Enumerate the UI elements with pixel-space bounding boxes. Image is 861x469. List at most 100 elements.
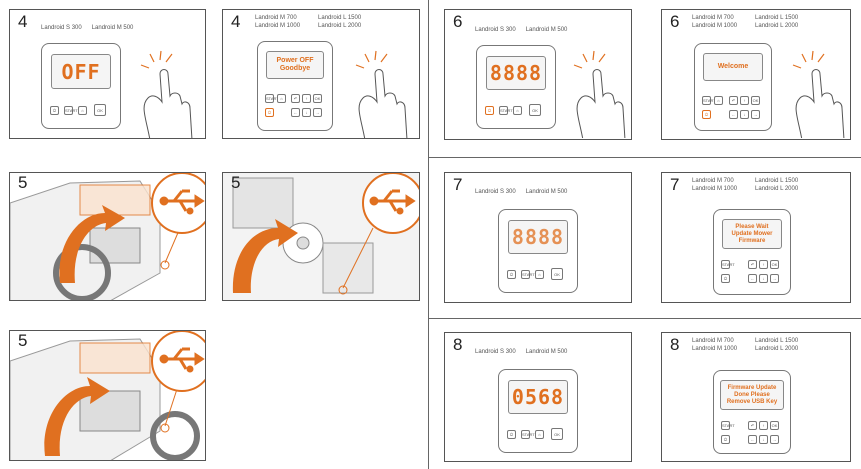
start-button[interactable]: START — [721, 421, 735, 430]
arrow-up-icon[interactable]: ↑ — [302, 94, 311, 103]
model-m500: Landroid M 500 — [525, 27, 568, 33]
start-button[interactable]: START — [64, 106, 78, 115]
power-icon[interactable]: ⏻ — [507, 270, 516, 279]
ok-button[interactable]: OK — [94, 104, 106, 116]
arrow-up-icon[interactable]: ↑ — [740, 96, 749, 105]
horizontal-divider-2 — [429, 318, 861, 319]
ok-button[interactable]: OK — [313, 94, 322, 103]
home-icon[interactable]: ⌂ — [535, 270, 544, 279]
arrow-up-icon[interactable]: ↑ — [759, 421, 768, 430]
ok-button[interactable]: OK — [751, 96, 760, 105]
start-button[interactable]: START — [499, 106, 513, 115]
home-icon[interactable]: ⌂ — [78, 106, 87, 115]
power-icon[interactable]: ⏻ — [721, 435, 730, 444]
back-icon[interactable]: ↶ — [748, 421, 757, 430]
step-number: 5 — [231, 173, 241, 192]
model-m700: Landroid M 700 — [692, 178, 734, 184]
arrow-right-icon[interactable]: → — [751, 110, 760, 119]
lcd-screen: 8888 — [508, 220, 568, 254]
home-icon[interactable]: ⌂ — [714, 96, 723, 105]
ok-button[interactable]: OK — [551, 268, 563, 280]
lcd-screen: 0568 — [508, 380, 568, 414]
model-l1500: Landroid L 1500 — [755, 178, 799, 184]
lcd-screen: Welcome — [703, 53, 763, 81]
mower-usb-illustration — [10, 331, 205, 460]
pointing-hand-icon — [792, 50, 845, 138]
vertical-divider — [428, 0, 429, 469]
model-l1500: Landroid L 1500 — [755, 338, 799, 344]
step-number: 6 — [670, 12, 680, 31]
panel-step5-a: 5 — [9, 172, 206, 301]
panel-step5-b: 5 — [222, 172, 420, 301]
arrow-down-icon[interactable]: ↓ — [759, 435, 768, 444]
control-panel-device: 8888 ⏻ START ⌂ OK — [498, 209, 578, 293]
model-labels: Landroid S 300 Landroid M 500 — [475, 26, 567, 34]
arrow-left-icon[interactable]: ← — [748, 435, 757, 444]
arrow-right-icon[interactable]: → — [770, 274, 779, 283]
power-icon[interactable]: ⏻ — [507, 430, 516, 439]
power-icon[interactable]: ⏻ — [721, 274, 730, 283]
model-m700: Landroid M 700 — [255, 15, 297, 21]
back-icon[interactable]: ↶ — [729, 96, 738, 105]
arrow-left-icon[interactable]: ← — [729, 110, 738, 119]
model-l2000: Landroid L 2000 — [318, 23, 362, 29]
home-icon[interactable]: ⌂ — [277, 94, 286, 103]
step-number: 4 — [231, 12, 241, 31]
ok-button[interactable]: OK — [770, 260, 779, 269]
control-panel-device: 8888 ⏻ START ⌂ OK — [476, 45, 556, 129]
model-s300: Landroid S 300 — [475, 27, 516, 33]
arrow-down-icon[interactable]: ↓ — [302, 108, 311, 117]
power-icon[interactable]: ⏻ — [702, 110, 711, 119]
home-icon[interactable]: ⌂ — [513, 106, 522, 115]
step-number: 5 — [18, 331, 28, 350]
arrow-down-icon[interactable]: ↓ — [740, 110, 749, 119]
control-panel-device: Welcome START ⌂ ↶ ↑ OK ⏻ ← ↓ → — [694, 43, 772, 131]
step-number: 6 — [453, 12, 463, 31]
start-button[interactable]: START — [521, 270, 535, 279]
step-number: 5 — [18, 173, 28, 192]
ok-button[interactable]: OK — [551, 428, 563, 440]
back-icon[interactable]: ↶ — [291, 94, 300, 103]
arrow-right-icon[interactable]: → — [770, 435, 779, 444]
model-l1500: Landroid L 1500 — [755, 15, 799, 21]
model-m500: Landroid M 500 — [525, 349, 568, 355]
ok-button[interactable]: OK — [529, 104, 541, 116]
start-button[interactable]: START — [721, 260, 735, 269]
horizontal-divider-1 — [429, 157, 861, 158]
power-icon[interactable]: ⏻ — [265, 108, 274, 117]
ok-button[interactable]: OK — [770, 421, 779, 430]
start-button[interactable]: START — [702, 96, 716, 105]
model-labels: Landroid S 300 Landroid M 500 — [41, 24, 133, 32]
panel-step6-sm: 6 Landroid S 300 Landroid M 500 8888 ⏻ S… — [444, 9, 632, 140]
lcd-text: Welcome — [717, 63, 749, 70]
arrow-down-icon[interactable]: ↓ — [759, 274, 768, 283]
pointing-hand-icon — [140, 50, 193, 138]
model-labels: Landroid S 300 Landroid M 500 — [475, 188, 567, 196]
lcd-line-1: Power OFF — [276, 57, 314, 64]
lcd-line-3: Firmware — [738, 237, 766, 244]
model-m1000: Landroid M 1000 — [255, 23, 301, 29]
home-icon[interactable]: ⌂ — [535, 430, 544, 439]
arrow-up-icon[interactable]: ↑ — [759, 260, 768, 269]
back-icon[interactable]: ↶ — [748, 260, 757, 269]
power-icon[interactable]: ⏻ — [485, 106, 494, 115]
model-l2000: Landroid L 2000 — [755, 186, 799, 192]
power-icon[interactable]: ⏻ — [50, 106, 59, 115]
start-button[interactable]: START — [265, 94, 279, 103]
model-s300: Landroid S 300 — [475, 349, 516, 355]
start-button[interactable]: START — [521, 430, 535, 439]
arrow-left-icon[interactable]: ← — [748, 274, 757, 283]
model-labels: Landroid S 300 Landroid M 500 — [475, 348, 567, 356]
arrow-right-icon[interactable]: → — [313, 108, 322, 117]
arrow-left-icon[interactable]: ← — [291, 108, 300, 117]
lcd-text: 8888 — [511, 225, 565, 249]
pointing-hand-icon — [355, 50, 408, 138]
